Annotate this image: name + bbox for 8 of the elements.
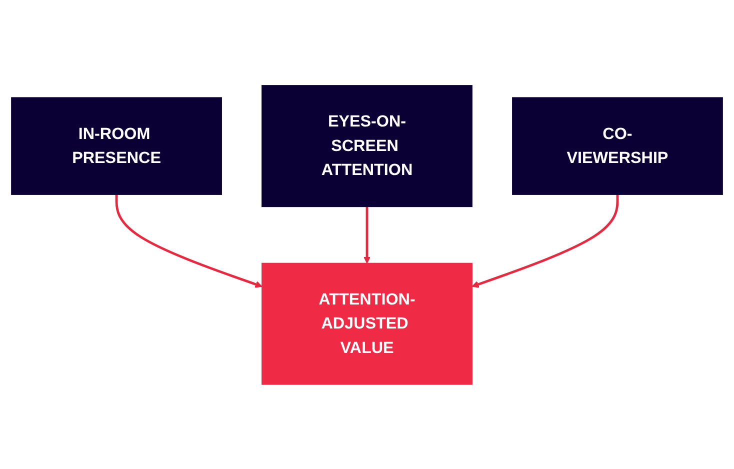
node-box [512, 96, 723, 194]
node-box [262, 262, 472, 384]
arrow [363, 206, 371, 264]
arrow [115, 194, 262, 288]
node-box [262, 84, 472, 207]
arrow [472, 194, 619, 288]
node-box [11, 96, 222, 194]
flowchart: IN-ROOM PRESENCE EYES-ON-SCREEN ATTENTION CO-VIEWERSHIP ATTENTION-ADJUSTED VALUE [5, 78, 729, 390]
